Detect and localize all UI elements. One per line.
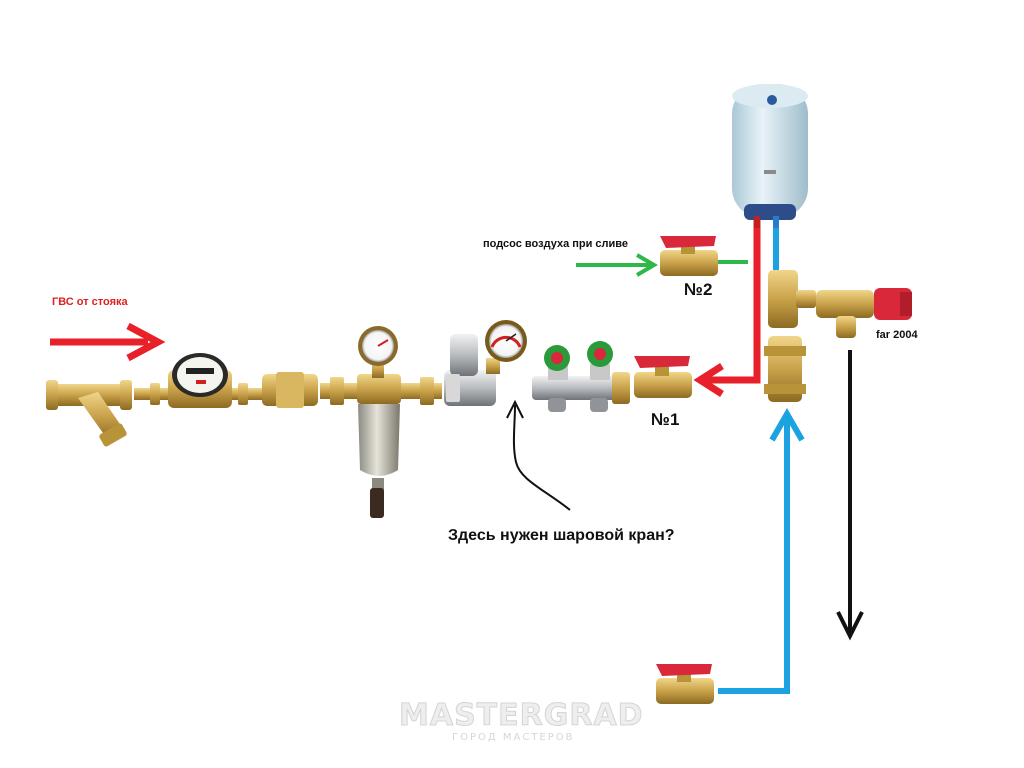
hot-water-return-line <box>693 220 761 397</box>
safety-valve-icon <box>816 288 912 338</box>
valve-no1-label: №1 <box>651 410 680 429</box>
valve-no2-label: №2 <box>684 280 713 299</box>
ball-valve-no2-icon <box>660 236 718 276</box>
drain-arrow <box>836 350 864 641</box>
question-pointer-arrow <box>506 399 571 511</box>
hot-water-source-label: ГВС от стояка <box>52 296 128 308</box>
cold-water-line <box>718 226 805 694</box>
safety-valve-label: far 2004 <box>876 329 918 341</box>
question-caption: Здесь нужен шаровой кран? <box>448 527 675 544</box>
water-heater-icon <box>732 84 808 228</box>
tee-fitting-icon <box>768 270 816 328</box>
ball-valve-no1-icon <box>634 356 692 398</box>
check-valve-icon <box>262 372 318 408</box>
water-filter-icon <box>320 326 442 518</box>
air-intake-label: подсос воздуха при сливе <box>483 238 629 250</box>
manifold-icon <box>532 341 630 412</box>
pressure-reducer-icon <box>444 320 527 406</box>
check-valve-lower-icon <box>764 336 806 402</box>
air-intake-arrow <box>576 253 748 277</box>
y-strainer-icon <box>46 380 132 447</box>
ball-valve-cold-inlet-icon <box>656 664 714 704</box>
water-meter-icon <box>134 353 262 408</box>
hot-water-inlet-arrow <box>50 322 166 362</box>
watermark-tagline: ГОРОД МАСТЕРОВ <box>452 732 575 743</box>
watermark-brand: MASTERGRAD <box>399 698 644 734</box>
